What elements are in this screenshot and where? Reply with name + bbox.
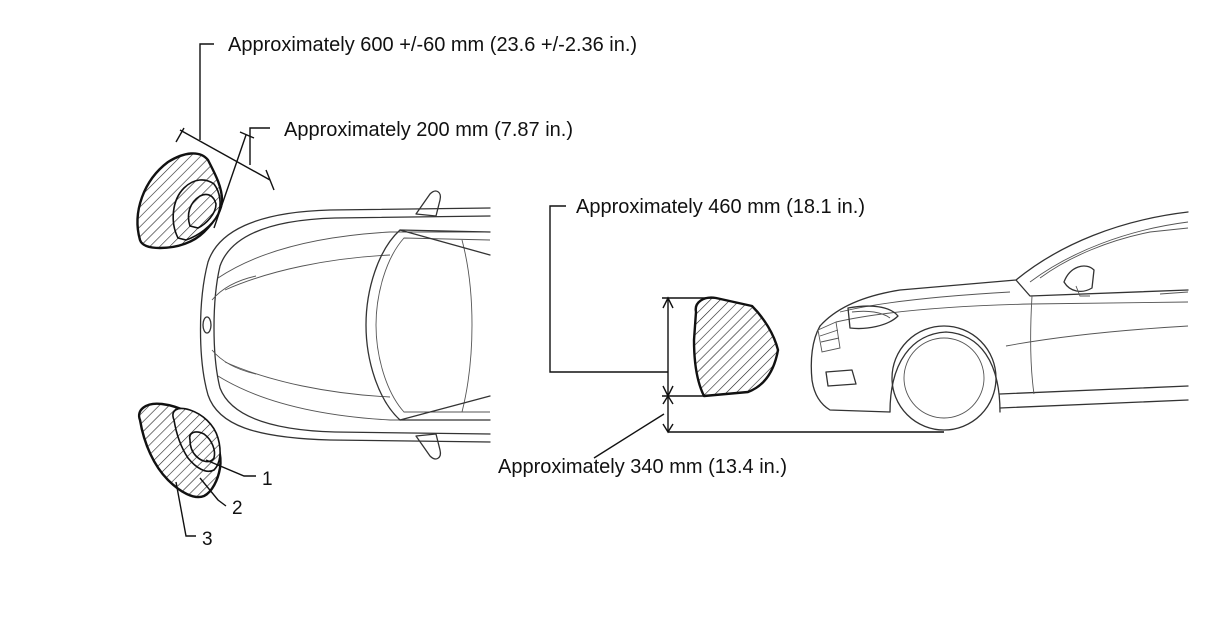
- callouts: 1 2 3: [175, 459, 273, 550]
- top-right-detection-zone: [137, 402, 222, 499]
- car-top-view: [199, 190, 491, 460]
- callout-3: 3: [202, 529, 213, 550]
- dimension-200: Approximately 200 mm (7.87 in.): [213, 119, 573, 229]
- dimension-600: Approximately 600 +/-60 mm (23.6 +/-2.36…: [175, 34, 637, 191]
- callout-1: 1: [262, 469, 273, 490]
- label-460-mm: Approximately 460 mm (18.1 in.): [576, 196, 865, 218]
- car-side-view: [810, 211, 1189, 431]
- callout-2: 2: [232, 498, 243, 519]
- label-340-mm: Approximately 340 mm (13.4 in.): [498, 456, 787, 478]
- dimension-460: Approximately 460 mm (18.1 in.): [549, 196, 865, 398]
- top-left-detection-zone: [136, 152, 224, 250]
- label-600-mm: Approximately 600 +/-60 mm (23.6 +/-2.36…: [228, 34, 637, 56]
- label-200-mm: Approximately 200 mm (7.87 in.): [284, 119, 573, 141]
- side-detection-zone: [692, 296, 780, 398]
- dimension-340: Approximately 340 mm (13.4 in.): [498, 394, 944, 478]
